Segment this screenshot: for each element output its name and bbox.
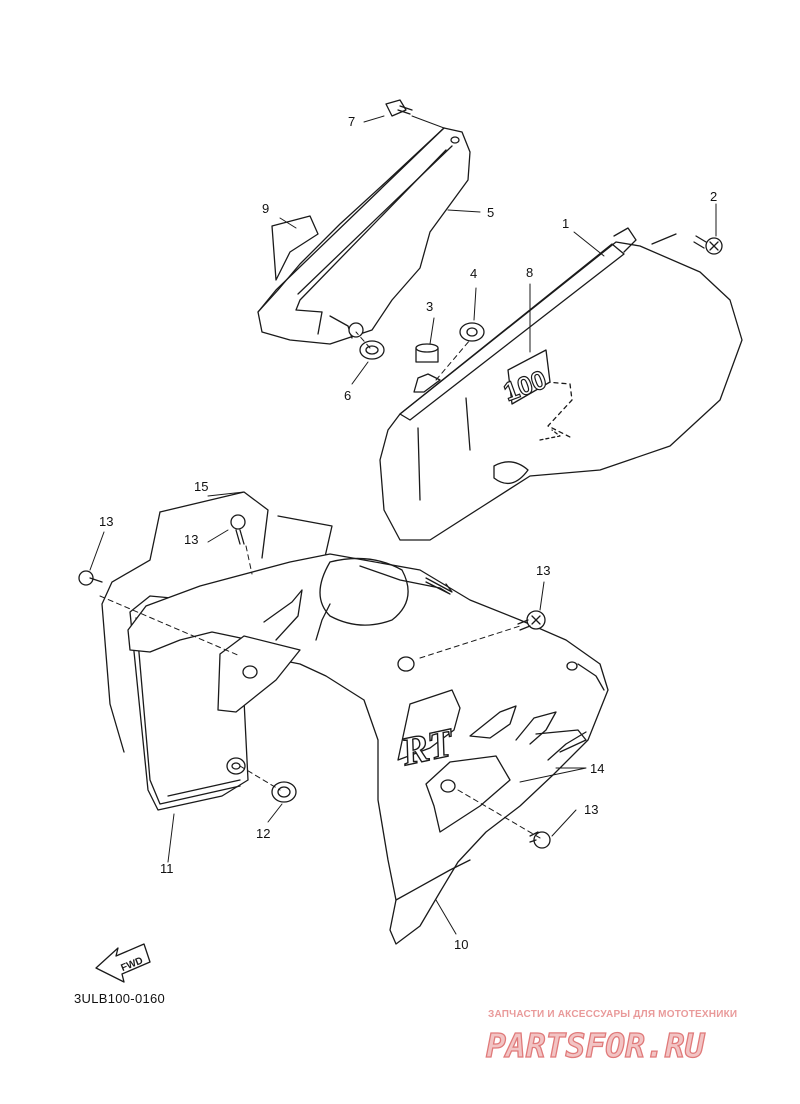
part-3-collar xyxy=(413,343,441,393)
callout-13-top: 13 xyxy=(184,532,199,547)
callout-12: 12 xyxy=(256,826,271,841)
assembly-lines xyxy=(99,331,541,839)
part-14-decal xyxy=(535,729,587,753)
callout-1: 1 xyxy=(562,216,570,231)
part-6-grommet xyxy=(359,340,385,360)
watermark-logo: PARTSFOR.RU xyxy=(485,1025,705,1065)
callout-13-right: 13 xyxy=(536,563,551,578)
part-2-screw xyxy=(693,235,723,255)
fwd-arrow xyxy=(95,943,151,983)
callout-8: 8 xyxy=(526,265,534,280)
callout-7: 7 xyxy=(348,114,356,129)
callout-9: 9 xyxy=(262,201,270,216)
callout-13-left: 13 xyxy=(99,514,114,529)
callout-13-bottom: 13 xyxy=(584,802,599,817)
callout-11: 11 xyxy=(160,861,174,876)
watermark-caption: ЗАПЧАСТИ И АКСЕССУАРЫ ДЛЯ МОТОТЕХНИКИ xyxy=(488,1009,738,1020)
callout-14: 14 xyxy=(590,761,605,776)
part-13-screw-bottom xyxy=(529,831,551,849)
leader-lines xyxy=(89,115,717,935)
callout-10: 10 xyxy=(454,937,469,952)
callout-2: 2 xyxy=(710,189,718,204)
part-12-damper xyxy=(226,757,297,803)
part-5-side-cover-bracket xyxy=(257,127,471,345)
catalog-code: 3ULB100-0160 xyxy=(74,991,166,1006)
callout-15: 15 xyxy=(194,479,209,494)
part-13-screw-right xyxy=(517,610,546,631)
part-1-side-cover xyxy=(379,227,743,541)
part-13-screw-top xyxy=(230,514,246,545)
part-10-lower-cover xyxy=(127,553,609,945)
part-8-number-decal xyxy=(507,349,551,405)
callout-6: 6 xyxy=(344,388,352,403)
part-4-grommet xyxy=(459,322,485,342)
part-13-screw-left xyxy=(78,570,103,586)
callout-5: 5 xyxy=(487,205,495,220)
part-9-tab xyxy=(271,215,319,281)
callout-4: 4 xyxy=(470,266,478,281)
part-7-screw xyxy=(385,99,413,117)
callout-3: 3 xyxy=(426,299,434,314)
